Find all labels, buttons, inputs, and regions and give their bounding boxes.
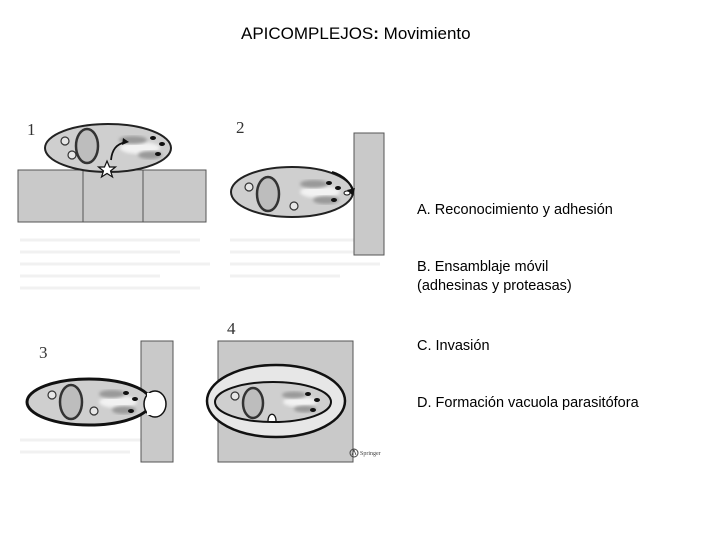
panel-4-number: 4 [227, 319, 236, 338]
panel-3: 3 [25, 340, 174, 463]
caption-c: C. Invasión [417, 338, 490, 354]
panel-2-number: 2 [236, 118, 245, 137]
parasite-2 [230, 166, 355, 218]
parasite-3 [25, 377, 167, 427]
panel-3-number: 3 [39, 343, 48, 362]
caption-b-line2: (adhesinas y proteasas) [417, 278, 572, 294]
host-cell-2 [353, 132, 385, 256]
caption-a: A. Reconocimiento y adhesión [417, 202, 613, 218]
parasite-4 [214, 381, 332, 423]
panel-1-number: 1 [27, 120, 36, 139]
parasite-1 [44, 123, 172, 179]
caption-b-line1: B. Ensamblaje móvil [417, 259, 549, 275]
star-receptor-icon [96, 159, 118, 179]
title-colon: : [373, 24, 379, 43]
title-main: APICOMPLEJOS [241, 24, 374, 43]
panel-1: 1 [17, 120, 207, 223]
springer-mark: Springer [360, 451, 381, 457]
springer-logo: Springer [349, 448, 381, 458]
host-cell-row [17, 169, 207, 223]
scan-ghost-text [20, 238, 380, 454]
title-subtitle: Movimiento [378, 24, 471, 43]
panel-2: 2 [230, 118, 385, 256]
caption-b: B. Ensamblaje móvil (adhesinas y proteas… [417, 258, 572, 296]
panel-4: 4 Springer [205, 319, 381, 463]
page-title: APICOMPLEJOS: Movimiento [241, 24, 471, 44]
caption-d: D. Formación vacuola parasitófora [417, 395, 639, 411]
